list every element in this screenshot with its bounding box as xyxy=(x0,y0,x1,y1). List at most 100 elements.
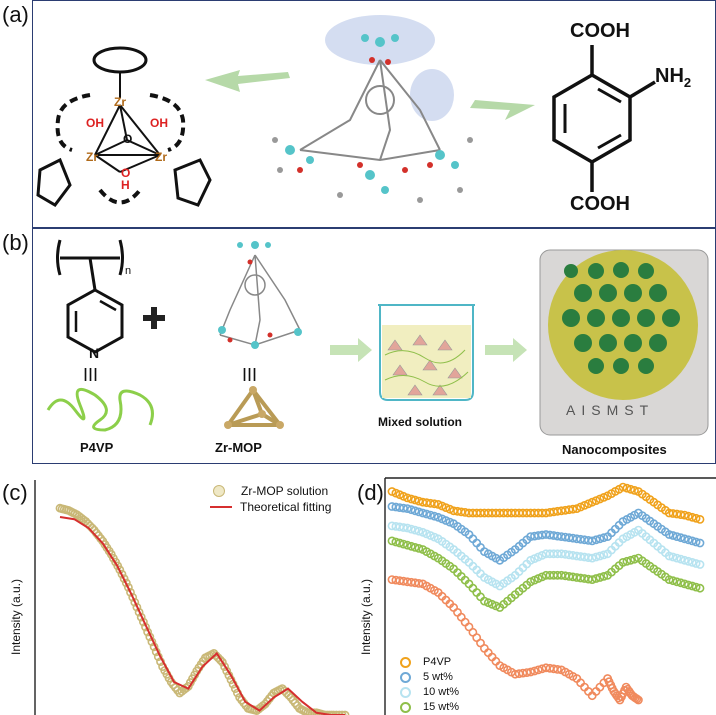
panel-a-label: (a) xyxy=(2,2,29,27)
data-point-s2-19-2 xyxy=(687,558,697,567)
data-point-s0-9 xyxy=(132,602,142,612)
data-point-s4-9-1 xyxy=(530,666,539,676)
legend-d-item-2: 5 wt% xyxy=(400,670,459,685)
data-point-s3-15-3 xyxy=(630,554,639,564)
panel-d-plot xyxy=(387,482,705,705)
data-point-s0-19-1 xyxy=(220,662,229,671)
data-point-s3-0-2 xyxy=(395,538,405,548)
data-point-s3-19-2 xyxy=(687,581,697,591)
data-point-s1-2-3 xyxy=(429,511,439,521)
arrow-1-b xyxy=(330,338,372,362)
data-point-s2-1-2 xyxy=(410,525,420,535)
data-point-s0-1-1 xyxy=(406,494,416,504)
legend-d-marker-1 xyxy=(400,657,411,668)
data-point-s1-13 xyxy=(587,536,597,546)
data-point-s3-15-2 xyxy=(626,555,636,565)
data-point-s1-1 xyxy=(402,504,412,513)
data-point-s1-1-3 xyxy=(414,507,424,517)
data-point-s0-2-3 xyxy=(429,499,439,509)
zr-cluster-schematic xyxy=(36,46,212,207)
data-point-s0-11-3 xyxy=(568,504,578,514)
nh2-label: NH2 xyxy=(655,65,692,90)
legend-d-label-1: P4VP xyxy=(423,656,452,668)
data-point-s2-1 xyxy=(402,523,412,533)
nanocomposites-caption: Nanocomposites xyxy=(562,442,667,457)
data-point-s1-19-2 xyxy=(687,536,697,546)
data-point-s4-8-3 xyxy=(522,668,532,677)
sample-lettering: AISMST xyxy=(566,402,655,418)
equiv-symbol-left: III xyxy=(83,365,99,385)
nanocomposite-photo xyxy=(539,249,709,436)
data-point-s2-18 xyxy=(664,551,674,561)
zr-mop-structure-b xyxy=(218,241,302,349)
data-point-s2-18-3 xyxy=(676,554,686,564)
data-point-s4-4-2 xyxy=(456,612,466,622)
panel-d-ylabel: Intensity (a.u.) xyxy=(359,578,374,656)
equiv-symbol-right: III xyxy=(242,365,258,385)
data-point-s0-7-2 xyxy=(119,574,129,583)
oh-label-right: OH xyxy=(150,116,168,130)
panel-b-label: (b) xyxy=(2,230,29,255)
data-point-s2-20 xyxy=(695,560,705,569)
legend-c-marker-1 xyxy=(213,485,225,497)
data-point-s3-18-1 xyxy=(668,576,678,586)
data-point-s1-18 xyxy=(664,530,674,539)
data-point-s3-0-3 xyxy=(399,539,408,549)
data-point-s0-19-1 xyxy=(684,511,693,521)
data-point-s0-1-2 xyxy=(410,495,420,505)
data-point-s0-15-3 xyxy=(630,485,639,495)
data-point-s0-7-3 xyxy=(121,578,131,588)
data-point-s3-19-3 xyxy=(691,582,701,592)
data-point-s3-18-2 xyxy=(672,577,682,587)
legend-d-marker-4 xyxy=(400,702,411,713)
oh-label-left: OH xyxy=(86,116,104,130)
arrow-2-b xyxy=(485,338,527,362)
data-point-s2-13-2 xyxy=(595,551,605,561)
data-point-s3-15 xyxy=(618,558,628,567)
data-point-s4-10-3 xyxy=(553,665,562,674)
zr-mop-structure-a xyxy=(272,15,473,203)
nh2-bdc-molecule xyxy=(552,45,656,192)
data-point-s1-0-3 xyxy=(399,503,408,513)
data-point-s0-7 xyxy=(115,565,125,575)
data-point-s3-18-3 xyxy=(676,578,686,588)
data-point-s1-13-2 xyxy=(595,534,605,544)
data-point-s1-18-3 xyxy=(676,533,686,543)
data-point-s0-26-3 xyxy=(284,690,294,700)
legend-d-label-2: 5 wt% xyxy=(423,671,453,683)
data-point-s4-4-3 xyxy=(460,617,470,627)
data-point-s3-13-1 xyxy=(591,574,601,583)
data-point-s1-13-3 xyxy=(599,533,609,543)
cooh-top-label: COOH xyxy=(570,20,630,42)
legend-d-label-3: 10 wt% xyxy=(423,686,460,698)
data-point-s3-1-1 xyxy=(406,541,416,551)
data-point-s3-13 xyxy=(587,575,597,584)
data-point-s1-2-2 xyxy=(426,510,435,520)
data-point-s3-1-3 xyxy=(414,544,424,553)
legend-d-item-3: 10 wt% xyxy=(400,685,459,700)
data-point-s2-19 xyxy=(680,555,689,565)
legend-c-label-2: Theoretical fitting xyxy=(240,500,332,514)
data-point-s4-4-1 xyxy=(453,608,462,617)
data-point-s0-1 xyxy=(402,493,412,503)
data-point-s2-18-2 xyxy=(672,553,682,563)
data-point-s0-32-3 xyxy=(337,710,347,715)
data-point-s4-19 xyxy=(634,695,643,705)
legend-c-item-1: Zr-MOP solution xyxy=(210,483,331,499)
data-point-s0-32-2 xyxy=(334,710,344,715)
data-point-s3-1-2 xyxy=(410,543,420,552)
p4vp-structure xyxy=(56,239,124,354)
data-point-s1-19 xyxy=(680,534,689,544)
data-point-s3-15-1 xyxy=(622,556,632,566)
data-point-s0-15-1 xyxy=(622,483,632,493)
zr-atom-label-left: Zr xyxy=(86,150,98,164)
data-point-s0-32-1 xyxy=(332,710,341,715)
h-label-bottom: H xyxy=(121,178,130,192)
cooh-bottom-label: COOH xyxy=(570,193,630,215)
beaker-mixed-solution xyxy=(378,304,475,401)
zr-atom-label-top: Zr xyxy=(114,95,126,109)
data-point-s1-18-1 xyxy=(668,531,678,540)
data-point-s1-1-1 xyxy=(406,505,416,515)
data-point-s3-13-2 xyxy=(595,573,605,582)
